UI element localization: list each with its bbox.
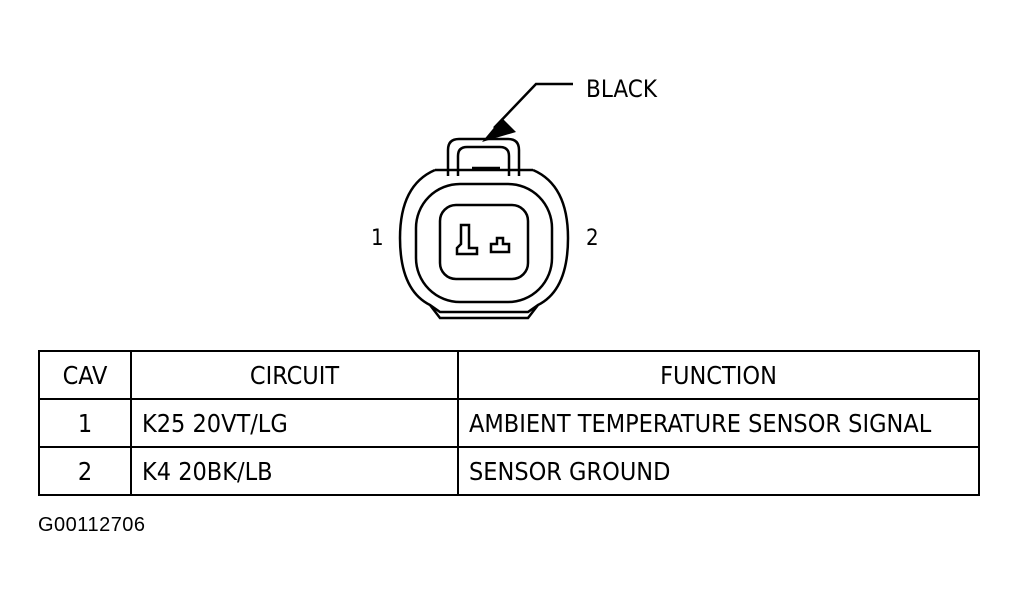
- color-leader: [493, 82, 573, 129]
- cell-cav: 1: [38, 398, 132, 448]
- pinout-table: CAV CIRCUIT FUNCTION 1 K25 20VT/LG AMBIE…: [38, 350, 980, 496]
- cell-function: SENSOR GROUND: [457, 446, 980, 496]
- connector-body: [398, 137, 570, 320]
- cell-circuit: K25 20VT/LG: [130, 398, 459, 448]
- figure-id: G00112706: [38, 514, 146, 536]
- table-row: 1 K25 20VT/LG AMBIENT TEMPERATURE SENSOR…: [38, 398, 980, 448]
- pin-label-2: 2: [586, 226, 599, 251]
- cell-function: AMBIENT TEMPERATURE SENSOR SIGNAL: [457, 398, 980, 448]
- header-circuit: CIRCUIT: [130, 350, 459, 400]
- cavity-2: [489, 236, 511, 254]
- leader-arrowhead: [482, 118, 516, 142]
- header-function: FUNCTION: [457, 350, 980, 400]
- cavity-1: [455, 223, 479, 256]
- header-cav: CAV: [38, 350, 132, 400]
- connector-diagram: BLACK 1 2: [371, 75, 658, 320]
- color-label: BLACK: [586, 75, 658, 103]
- table-header-row: CAV CIRCUIT FUNCTION: [38, 350, 980, 400]
- pin-label-1: 1: [371, 226, 384, 251]
- cell-cav: 2: [38, 446, 132, 496]
- cell-circuit: K4 20BK/LB: [130, 446, 459, 496]
- table-row: 2 K4 20BK/LB SENSOR GROUND: [38, 446, 980, 496]
